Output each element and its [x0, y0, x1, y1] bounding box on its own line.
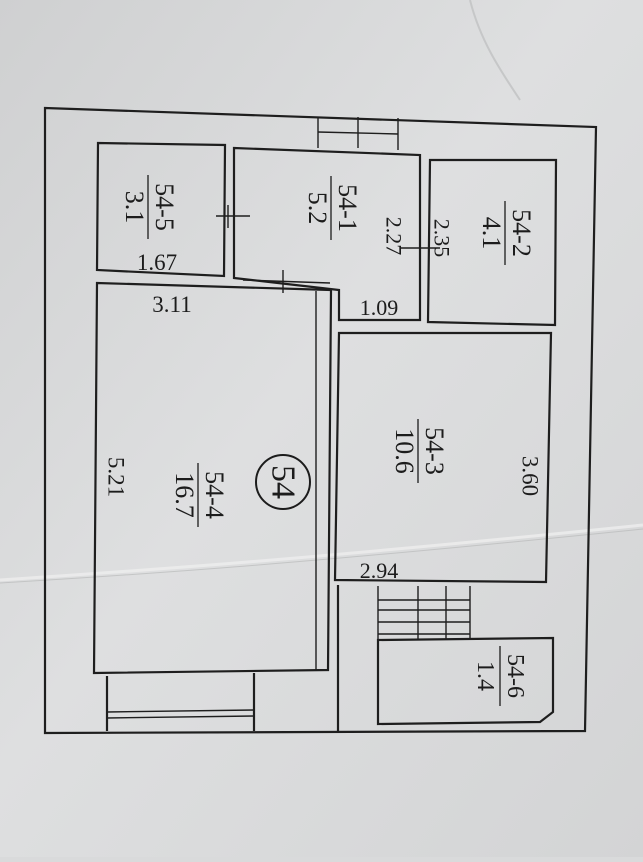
top-opening-line: [317, 131, 399, 135]
room-54-5-id: 54-5: [150, 183, 179, 231]
room-54-4-id: 54-4: [200, 471, 229, 519]
room-54-1-label: 54-1 5.2: [303, 176, 362, 240]
room-54-6-id: 54-6: [502, 654, 528, 698]
dimension-corridor: 1.09: [360, 295, 399, 320]
dimension-54-3-width: 2.94: [360, 558, 399, 583]
room-54-4-label: 54-4 16.7: [170, 463, 229, 527]
room-54-6-area: 1.4: [472, 661, 498, 691]
room-54-1-area: 5.2: [303, 192, 332, 225]
unit-marker-label: 54: [265, 465, 302, 499]
room-54-3-label: 54-3 10.6: [390, 419, 449, 483]
room-54-6-label: 54-6 1.4: [472, 646, 528, 706]
room-54-2-area: 4.1: [477, 217, 506, 250]
paper-fold: [0, 523, 643, 582]
room-54-1-id: 54-1: [333, 184, 362, 232]
room-54-2-outline: [426, 158, 558, 327]
room-54-6-outline: [376, 636, 555, 726]
dimension-54-1-length: 2.27: [382, 217, 407, 256]
dimension-54-2-length: 2.35: [430, 219, 455, 258]
doorway-54-1: [242, 279, 331, 284]
room-54-2-id: 54-2: [507, 209, 536, 257]
dimension-54-3-length: 3.60: [518, 456, 543, 496]
room-54-2-label: 54-2 4.1: [477, 201, 536, 265]
paper-crease: [469, 0, 521, 101]
room-54-3-outline: [333, 331, 553, 584]
outer-wall: [43, 106, 598, 735]
balcony-line-2: [106, 715, 255, 719]
room-54-4-area: 16.7: [170, 472, 199, 518]
room-54-4-outline: [92, 281, 333, 675]
room-54-5-outline: [95, 141, 227, 278]
room-54-3-area: 10.6: [390, 428, 419, 474]
paper-fold-shadow: [0, 528, 643, 584]
dimension-54-4-length: 5.21: [104, 457, 129, 497]
dimension-54-5-width: 1.67: [137, 250, 177, 275]
room-54-5-area: 3.1: [120, 191, 149, 224]
dimension-54-4-width: 3.11: [152, 292, 191, 317]
room-54-3-id: 54-3: [420, 427, 449, 475]
room-54-5-label: 54-5 3.1: [120, 175, 179, 239]
room-54-1-outline: [232, 146, 422, 322]
balcony-line-1: [106, 709, 255, 713]
unit-marker: 54: [255, 454, 311, 510]
